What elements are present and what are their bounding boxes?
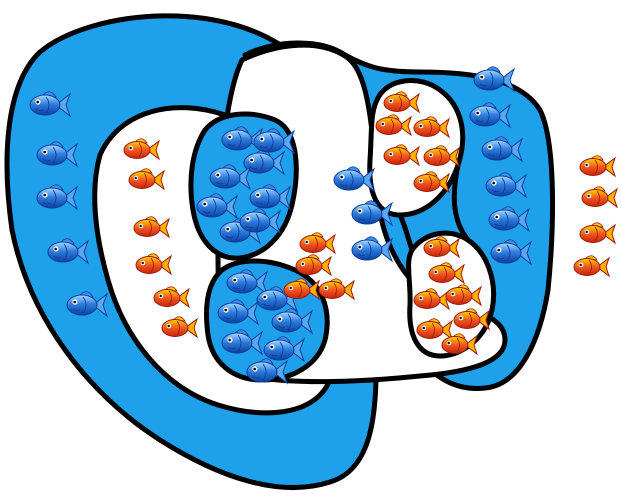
- red-fish-icon: [574, 256, 609, 276]
- red-fish-icon: [580, 223, 615, 243]
- fish-group-red-outside-right: [574, 156, 617, 276]
- red-fish-icon: [580, 156, 615, 176]
- red-fish-icon: [582, 187, 617, 207]
